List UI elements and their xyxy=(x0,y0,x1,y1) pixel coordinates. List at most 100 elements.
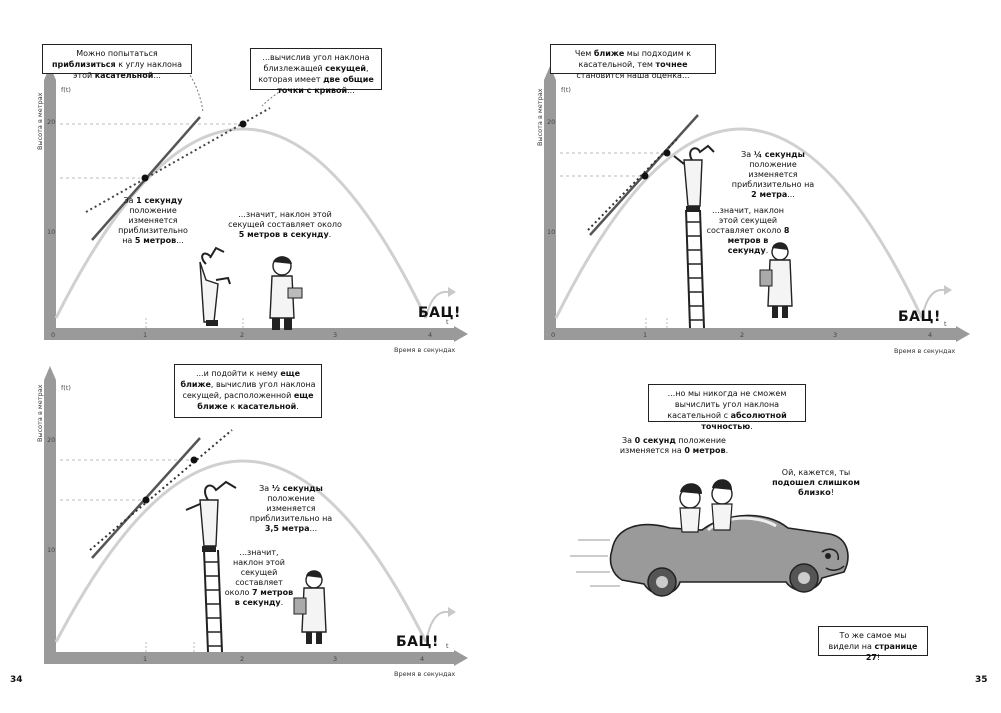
y-axis-bar xyxy=(44,380,56,652)
body-bold: 0 метров xyxy=(684,446,726,455)
y-axis-arrow xyxy=(44,366,56,380)
x-tick-4: 4 xyxy=(928,331,933,339)
caption-text: , которая имеет xyxy=(258,64,369,84)
caption-bold: точнее xyxy=(655,60,688,69)
parabola-curve xyxy=(54,459,428,643)
car xyxy=(609,514,849,597)
x-tick-2: 2 xyxy=(740,331,745,339)
y-axis-label: Высота в метрах xyxy=(36,384,44,442)
x-tick-0: 0 xyxy=(551,331,556,339)
x-axis-bar xyxy=(544,328,956,340)
x-tick-0: 0 xyxy=(51,331,56,339)
caption-text: ... xyxy=(347,86,355,95)
point-a xyxy=(641,172,649,180)
body-bold: 2 метра xyxy=(751,190,788,199)
character-reporter-figure xyxy=(759,242,793,318)
text-quarter-second: За ¼ секунды положение изменяется прибли… xyxy=(730,150,816,200)
x-tick-4: 4 xyxy=(420,655,425,663)
caption-text: Чем xyxy=(574,49,594,58)
y-tick-20: 20 xyxy=(47,436,56,444)
point-b xyxy=(239,120,247,128)
body-bold: 5 метров xyxy=(134,236,177,245)
parabola-curve xyxy=(554,127,924,319)
bang-text: БАЦ! xyxy=(898,309,941,325)
y-tick-20: 20 xyxy=(547,118,556,126)
ladder xyxy=(203,549,223,653)
y-tick-10: 10 xyxy=(547,228,556,236)
body-text: ... xyxy=(176,236,184,245)
caption-text: мы подходим к касательной, тем xyxy=(578,49,692,69)
car-scene xyxy=(570,479,849,597)
bounce-arrow xyxy=(448,607,456,617)
secant-line xyxy=(85,107,271,213)
caption-bold: приблизиться xyxy=(51,60,116,69)
character-on-ladder xyxy=(185,480,237,552)
secant-line xyxy=(587,137,679,231)
caption-text: ...но мы никогда не сможем вычислить уго… xyxy=(667,389,787,420)
t-label: t xyxy=(446,642,449,650)
body-bold: 8 метров в секунду xyxy=(727,226,790,255)
text-slope-7: ...значит, наклон этой секущей составляе… xyxy=(224,548,294,608)
x-tick-3: 3 xyxy=(333,331,338,339)
y-axis-bar xyxy=(544,80,556,334)
caption-text: становится наша оценка... xyxy=(576,71,690,80)
body-text: . xyxy=(765,246,769,255)
x-axis-arrow xyxy=(454,326,468,342)
body-bold: 1 секунду xyxy=(136,196,183,205)
page-number-left: 34 xyxy=(10,675,23,685)
speed-lines xyxy=(570,539,620,587)
panel-1: Высота в метрах f(t) 20 10 0 1 2 3 4 t В… xyxy=(0,0,470,354)
bounce-arrow xyxy=(448,287,456,297)
body-text: положение изменяется приблизительно на xyxy=(249,494,333,523)
caption-bold: еще ближе xyxy=(180,369,301,389)
caption-text: ... xyxy=(153,71,161,80)
y-axis-bar xyxy=(44,80,56,334)
panel-2: Высота в метрах f(t) 20 10 0 1 2 3 4 t В… xyxy=(530,0,1001,360)
caption-text: к углу наклона этой xyxy=(73,60,183,80)
t-label: t xyxy=(944,320,947,328)
x-axis-bar xyxy=(44,328,454,340)
caption-text: ...и подойти к нему xyxy=(195,369,281,378)
x-tick-2: 2 xyxy=(240,331,245,339)
caption-text: ...вычислив угол наклона близлежащей xyxy=(262,53,370,73)
text-slope-8: ...значит, наклон этой секущей составляе… xyxy=(706,206,790,256)
body-bold: ½ секунды xyxy=(271,484,323,493)
body-bold: 7 метров в секунду xyxy=(234,588,294,607)
x-axis-label: Время в секундах xyxy=(894,347,956,355)
y-axis-label: Высота в метрах xyxy=(36,92,44,150)
body-text: положение изменяется на xyxy=(619,436,726,455)
body-text: . xyxy=(725,446,729,455)
y-tick-10: 10 xyxy=(47,228,56,236)
body-bold: 3,5 метра xyxy=(264,524,310,533)
driver-figures xyxy=(679,479,733,533)
character-on-ladder xyxy=(673,144,715,212)
caption-text: . xyxy=(296,402,299,411)
ladder xyxy=(685,209,705,329)
point-b xyxy=(663,149,671,157)
x-axis-arrow xyxy=(956,326,970,342)
bounce-curve xyxy=(425,290,449,319)
x-tick-4: 4 xyxy=(428,331,433,339)
body-text: За xyxy=(622,436,635,445)
x-axis-arrow xyxy=(454,650,468,666)
x-axis-bar xyxy=(44,652,454,664)
y-axis-label: Высота в метрах xyxy=(536,88,544,146)
y-tick-20: 20 xyxy=(47,118,56,126)
point-a xyxy=(142,496,150,504)
graph-2 xyxy=(544,66,970,342)
text-one-second: За 1 секунду положение изменяется прибли… xyxy=(112,196,194,246)
body-text: За xyxy=(123,196,137,205)
caption-bold: касательной xyxy=(237,402,297,411)
caption-text: , вычислив угол наклона секущей, располо… xyxy=(182,380,316,400)
x-tick-2: 2 xyxy=(240,655,245,663)
caption-text: ! xyxy=(876,653,881,662)
body-text: ...значит, наклон этой секущей составляе… xyxy=(224,548,285,597)
caption-bold: две общие точки с кривой xyxy=(277,75,374,95)
bounce-curve xyxy=(921,288,945,319)
caption-bold: абсолютной точностью xyxy=(701,411,787,431)
body-bold: 0 секунд xyxy=(634,436,676,445)
caption-box-closer: Чем ближе мы подходим к касательной, тем… xyxy=(550,44,716,80)
f-label: f(t) xyxy=(61,86,71,94)
caption-bold: касательной xyxy=(94,71,154,80)
x-axis-label: Время в секундах xyxy=(394,346,456,354)
